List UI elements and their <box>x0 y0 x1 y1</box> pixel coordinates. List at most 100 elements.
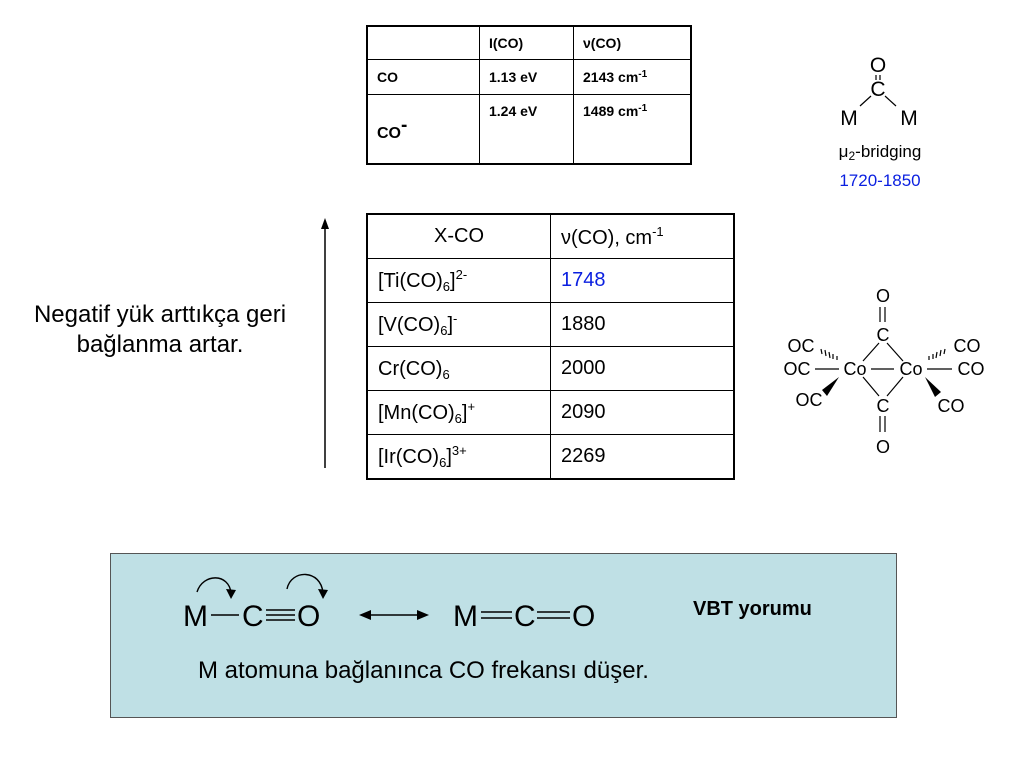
bridging-m-atom-left: M <box>840 107 858 130</box>
vbt-caption: M atomuna bağlanınca CO frekansı düşer. <box>198 657 649 684</box>
ligand-oc-upper-left: OC <box>788 336 815 356</box>
formula-charge: - <box>453 311 458 326</box>
hashed-wedge-right <box>928 348 946 360</box>
table-row: [Ir(CO)6]3+ 2269 <box>366 434 735 480</box>
table-row: [V(CO)6]- 1880 <box>366 302 735 347</box>
curved-arrow-head-icon <box>226 589 236 599</box>
bottom-o-atom: O <box>876 437 890 457</box>
ligand-co-upper-right: CO <box>954 336 981 356</box>
formula-subscript: 6 <box>442 279 451 294</box>
resonance-arrow-right-head-icon <box>417 610 429 620</box>
formula-main: [Mn(CO) <box>378 402 455 424</box>
curved-arrow-head-icon <box>318 589 328 599</box>
formula-bracket: ] <box>446 446 452 468</box>
table-row: CO- 1.24 eV 1489 cm-1 <box>366 94 692 165</box>
ionization-cell: 1.24 eV <box>479 94 574 165</box>
bridge-bond <box>886 376 904 397</box>
formula-main: [Ir(CO) <box>378 446 440 468</box>
frequency-value-cell: 1748 <box>550 258 735 303</box>
bridge-bond <box>886 342 904 362</box>
table-row: [Ti(CO)6]2- 1748 <box>366 258 735 303</box>
compound-cell: [Ir(CO)6]3+ <box>366 434 551 480</box>
species-name: CO <box>377 125 401 142</box>
formula-main: Cr(CO) <box>378 358 443 380</box>
table-row: CO 1.13 eV 2143 cm-1 <box>366 59 692 95</box>
ligand-co-mid-right: CO <box>958 359 985 379</box>
formula-bracket: ] <box>450 270 456 292</box>
header-cell-empty <box>366 25 480 60</box>
formula-charge: + <box>467 399 476 414</box>
ionization-cell: 1.13 eV <box>479 59 574 95</box>
frequency-value-cell: 2269 <box>550 434 735 480</box>
right-c-atom: C <box>514 600 536 633</box>
resonance-arrow-left-head-icon <box>359 610 371 620</box>
frequency-cell: 1489 cm-1 <box>573 94 692 165</box>
frequency-value: 1489 cm <box>583 103 639 119</box>
header-cell-ionization: I(CO) <box>479 25 574 60</box>
species-charge: - <box>401 115 408 136</box>
formula-subscript: 6 <box>440 323 448 338</box>
frequency-value-cell: 2090 <box>550 390 735 435</box>
vbt-title: VBT yorumu <box>693 598 812 620</box>
top-c-atom: C <box>877 325 890 345</box>
bottom-c-atom: C <box>877 396 890 416</box>
ionization-table: I(CO) ν(CO) CO 1.13 eV 2143 cm-1 CO- 1.2… <box>366 25 692 165</box>
table-header-row: X-CO ν(CO), cm-1 <box>366 213 735 259</box>
left-m-atom: M <box>183 600 208 633</box>
top-o-atom: O <box>876 286 890 306</box>
compound-cell: [V(CO)6]- <box>366 302 551 347</box>
dicobalt-octacarbonyl-structure: O C Co Co C O OC OC OC CO CO CO <box>784 286 985 457</box>
formula-bracket: ] <box>447 314 454 336</box>
curved-arrow-icon <box>286 573 324 594</box>
header-frequency-label: ν(CO), cm <box>561 226 653 249</box>
m-c-bond-right <box>884 95 897 107</box>
header-cell-compound: X-CO <box>366 213 551 259</box>
right-o-atom: O <box>572 600 595 633</box>
cobalt-right: Co <box>899 359 922 379</box>
formula-charge: 3+ <box>451 443 467 458</box>
compound-cell: [Ti(CO)6]2- <box>366 258 551 303</box>
bridging-m-atom-right: M <box>900 107 918 130</box>
frequency-value-cell: 2000 <box>550 346 735 391</box>
formula-main: [V(CO) <box>378 314 441 336</box>
unit-exponent: -1 <box>638 69 648 80</box>
bridging-c-atom: C <box>870 78 885 101</box>
m-c-bond-left <box>859 95 872 107</box>
trend-arrow <box>321 218 329 468</box>
bridging-range: 1720-1850 <box>839 171 921 190</box>
left-o-atom: O <box>297 600 320 633</box>
bridge-bond <box>862 342 880 362</box>
header-unit-exponent: -1 <box>652 223 664 239</box>
species-cell: CO <box>366 59 480 95</box>
unit-exponent: -1 <box>638 103 648 114</box>
formula-bracket: ] <box>461 402 468 424</box>
ligand-oc-lower-left: OC <box>796 390 823 410</box>
species-cell: CO- <box>366 94 480 165</box>
hashed-wedge-left <box>820 348 838 360</box>
ligand-co-lower-right: CO <box>938 396 965 416</box>
cobalt-left: Co <box>843 359 866 379</box>
frequency-value-cell: 1880 <box>550 302 735 347</box>
bridging-carbonyl-structure: O C M M <box>840 54 918 130</box>
header-cell-frequency: ν(CO), cm-1 <box>550 213 735 259</box>
table-row: Cr(CO)6 2000 <box>366 346 735 391</box>
arrow-head-icon <box>321 218 329 229</box>
formula-charge: 2- <box>455 267 468 282</box>
bridging-o-atom: O <box>870 54 886 77</box>
left-c-atom: C <box>242 600 264 633</box>
formula-main: [Ti(CO) <box>378 270 443 292</box>
table-header-row: I(CO) ν(CO) <box>366 25 692 60</box>
solid-wedge-left <box>822 377 839 396</box>
formula-subscript: 6 <box>442 367 450 382</box>
table-row: [Mn(CO)6]+ 2090 <box>366 390 735 435</box>
bridging-word: -bridging <box>855 142 922 161</box>
curved-arrow-icon <box>196 577 232 594</box>
frequency-cell: 2143 cm-1 <box>573 59 692 95</box>
trend-description: Negatif yük arttıkça geri bağlanma artar… <box>33 301 287 358</box>
compound-cell: [Mn(CO)6]+ <box>366 390 551 435</box>
frequency-table: X-CO ν(CO), cm-1 [Ti(CO)6]2- 1748 [V(CO)… <box>366 213 735 480</box>
compound-cell: Cr(CO)6 <box>366 346 551 391</box>
formula-subscript: 6 <box>454 411 462 426</box>
header-cell-frequency: ν(CO) <box>573 25 692 60</box>
frequency-value: 2143 cm <box>583 69 639 85</box>
